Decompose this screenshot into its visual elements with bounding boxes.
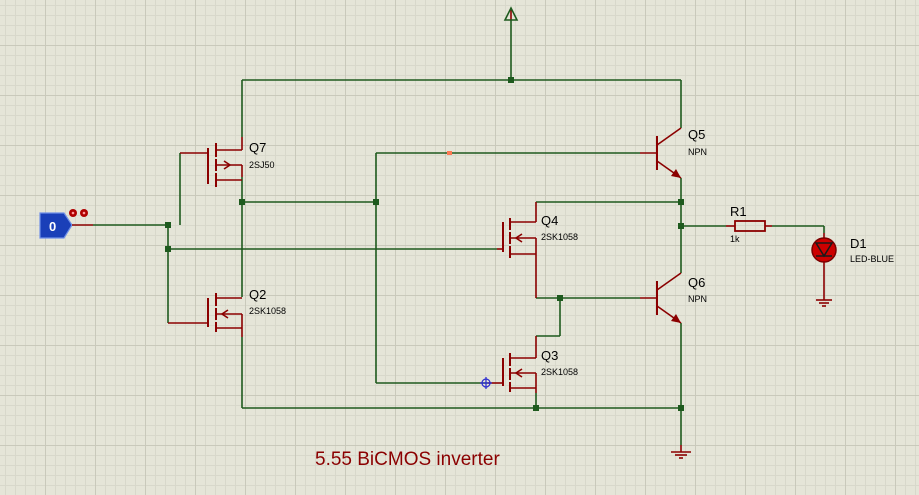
q7-ref-label: Q7: [249, 140, 266, 155]
junctions: [165, 77, 684, 411]
r1-ref-label: R1: [730, 204, 747, 219]
q2-ref-label: Q2: [249, 287, 266, 302]
junction-dot: [678, 405, 684, 411]
wires: [93, 20, 825, 445]
resistor-r1[interactable]: [726, 220, 772, 232]
q7-model-label: 2SJ50: [249, 160, 275, 170]
bjt-q5[interactable]: [640, 127, 682, 179]
bjt-q6[interactable]: [640, 272, 682, 324]
schematic-caption: 5.55 BiCMOS inverter: [315, 449, 500, 470]
q4-ref-label: Q4: [541, 213, 558, 228]
junction-dot: [533, 405, 539, 411]
q4-model-label: 2SK1058: [541, 232, 578, 242]
q6-ref-label: Q6: [688, 275, 705, 290]
input-terminal[interactable]: 0: [39, 209, 93, 239]
junction-dot: [557, 295, 563, 301]
q6-model-label: NPN: [688, 294, 707, 304]
mosfet-q3[interactable]: [488, 336, 537, 393]
q3-ref-label: Q3: [541, 348, 558, 363]
mosfet-q7[interactable]: [180, 137, 243, 187]
led-d1[interactable]: [811, 233, 837, 290]
input-terminal-value: 0: [49, 219, 56, 234]
q5-ref-label: Q5: [688, 127, 705, 142]
q2-model-label: 2SK1058: [249, 306, 286, 316]
led-ground-symbol[interactable]: [816, 290, 832, 307]
wire-marker-icon: [447, 151, 452, 155]
ground-symbol[interactable]: [671, 445, 691, 459]
junction-dot: [508, 77, 514, 83]
q5-model-label: NPN: [688, 147, 707, 157]
junction-dot: [165, 222, 171, 228]
r1-value-label: 1k: [730, 234, 740, 244]
power-terminal[interactable]: [503, 6, 519, 21]
junction-dot: [373, 199, 379, 205]
crosshair-cursor-icon: [480, 377, 492, 389]
junction-dot: [239, 199, 245, 205]
q3-model-label: 2SK1058: [541, 367, 578, 377]
mosfet-q2[interactable]: [168, 293, 243, 337]
mosfet-q4[interactable]: [497, 202, 537, 298]
junction-dot: [678, 223, 684, 229]
d1-model-label: LED-BLUE: [850, 254, 894, 264]
junction-dot: [678, 199, 684, 205]
d1-ref-label: D1: [850, 236, 867, 251]
junction-dot: [165, 246, 171, 252]
led-glow-icon: [811, 237, 837, 263]
